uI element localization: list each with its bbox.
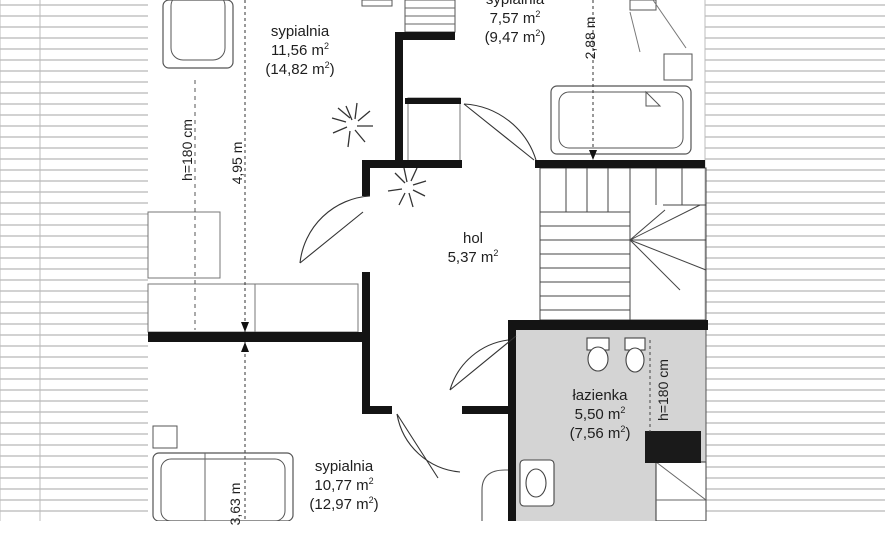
bidet [624, 337, 646, 373]
bathtub-bath [655, 461, 707, 521]
room-label-bedroom-top-right: sypialnia 7,57 m2 (9,47 m2) [465, 0, 565, 47]
chimney [645, 431, 701, 463]
plant-icon [387, 167, 427, 208]
dimension-height-bath: h=180 cm [655, 359, 671, 421]
room-label-bedroom-bottom: sypialnia 10,77 m2 (12,97 m2) [294, 457, 394, 514]
room-area-gross: (9,47 m2) [484, 28, 546, 47]
staircase [539, 167, 707, 321]
roof-slope-right [705, 0, 885, 521]
walls [148, 32, 708, 521]
room-name: hol [462, 230, 484, 247]
plant-icon [331, 102, 373, 148]
room-area: 5,50 m2 [574, 405, 626, 424]
room-area: 7,57 m2 [489, 9, 541, 28]
door-swings [299, 103, 537, 479]
room-name: łazienka [572, 387, 628, 404]
room-area: 5,37 m2 [447, 248, 499, 267]
room-area-gross: (7,56 m2) [569, 424, 631, 443]
dimension-length-495: 4,95 m [229, 141, 245, 185]
dimension-height-left: h=180 cm [179, 119, 195, 181]
roof-slope-left [0, 0, 148, 521]
room-area: 10,77 m2 [314, 476, 374, 495]
room-label-hall: hol 5,37 m2 [428, 229, 518, 267]
room-name: sypialnia [465, 0, 565, 9]
bathtub-top-left [162, 0, 234, 69]
dimension-length-288: 2,88 m [582, 16, 598, 60]
toilet [586, 337, 610, 372]
room-name: sypialnia [270, 23, 330, 40]
bed-top-right [550, 85, 692, 155]
room-label-bathroom: łazienka 5,50 m2 (7,56 m2) [550, 386, 650, 443]
room-label-bedroom-top-left: sypialnia 11,56 m2 (14,82 m2) [250, 22, 350, 79]
floor-plan [0, 0, 885, 521]
dimension-length-bottom: 3,63 m [227, 482, 243, 526]
bed-bottom [152, 452, 294, 521]
room-area: 11,56 m2 [270, 41, 330, 60]
sink [519, 459, 555, 507]
room-area-gross: (12,97 m2) [309, 495, 379, 514]
room-name: sypialnia [314, 458, 374, 475]
room-area-gross: (14,82 m2) [265, 60, 335, 79]
